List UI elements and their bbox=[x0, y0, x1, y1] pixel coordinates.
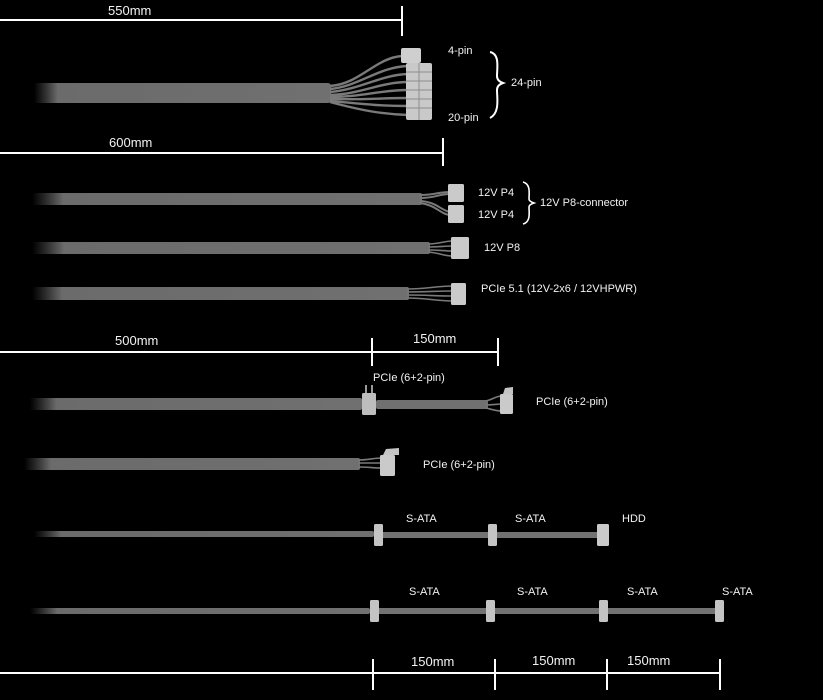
dim-sata: 150mm 150mm 150mm bbox=[0, 653, 721, 690]
sata-hdd-connector-1 bbox=[374, 524, 383, 546]
hdd-molex-connector bbox=[597, 524, 609, 546]
atx-4pin-label: 4-pin bbox=[448, 45, 472, 57]
atx-20pin-label: 20-pin bbox=[448, 112, 479, 124]
sata-hdd-connector-2 bbox=[488, 524, 497, 546]
hdd-label: HDD bbox=[622, 513, 646, 525]
atx-brace bbox=[489, 51, 507, 119]
pcie-dual-cable: PCIe (6+2-pin) PCIe (6+2-pin) bbox=[30, 372, 608, 415]
eps-p4-bottom-connector bbox=[448, 205, 464, 223]
atx-24pin-label: 24-pin bbox=[511, 77, 542, 89]
eps-p8-cable: 12V P8 bbox=[32, 237, 520, 259]
dim-600mm-label: 600mm bbox=[109, 135, 152, 150]
pcie5-label: PCIe 5.1 (12V-2x6 / 12VHPWR) bbox=[481, 283, 637, 295]
sata-quad-label-4: S-ATA bbox=[722, 586, 753, 598]
dim-600mm: 600mm bbox=[0, 135, 444, 166]
sata-hdd-label-2: S-ATA bbox=[515, 513, 546, 525]
sata-hdd-cable: S-ATA S-ATA HDD bbox=[34, 513, 646, 546]
sata-quad-connector-1 bbox=[370, 600, 379, 622]
eps-p4-top-label: 12V P4 bbox=[478, 187, 514, 199]
sata-quad-connector-2 bbox=[486, 600, 495, 622]
pcie-dual-second-label: PCIe (6+2-pin) bbox=[536, 396, 608, 408]
sata-quad-label-1: S-ATA bbox=[409, 586, 440, 598]
pcie-single-connector bbox=[380, 455, 395, 476]
sata-quad-label-2: S-ATA bbox=[517, 586, 548, 598]
dim-150mm-label: 150mm bbox=[413, 331, 456, 346]
sata-quad-label-3: S-ATA bbox=[627, 586, 658, 598]
pcie-dual-second-connector bbox=[500, 394, 513, 414]
dim-pcie: 500mm 150mm bbox=[0, 331, 499, 366]
eps-split-cable: 12V P4 12V P4 12V P8-connector bbox=[32, 181, 628, 225]
atx-24pin-cable: 4-pin 20-pin 24-pin bbox=[34, 45, 542, 124]
pcie-dual-first-label: PCIe (6+2-pin) bbox=[373, 372, 445, 384]
eps-p8-connector bbox=[451, 237, 469, 259]
sata-quad-connector-3 bbox=[599, 600, 608, 622]
dim-550mm: 550mm bbox=[0, 3, 403, 36]
pcie5-connector bbox=[451, 283, 466, 305]
pcie5-cable: PCIe 5.1 (12V-2x6 / 12VHPWR) bbox=[32, 283, 637, 305]
pcie-single-cable: PCIe (6+2-pin) bbox=[24, 448, 495, 476]
eps-brace bbox=[522, 181, 537, 225]
eps-p8-label: 12V P8 bbox=[484, 242, 520, 254]
pcie-dual-first-connector bbox=[362, 393, 376, 415]
dim-sata-150mm-c: 150mm bbox=[627, 653, 670, 668]
dim-550mm-label: 550mm bbox=[108, 3, 151, 18]
dim-500mm-label: 500mm bbox=[115, 333, 158, 348]
sata-hdd-label-1: S-ATA bbox=[406, 513, 437, 525]
eps-p8-group-label: 12V P8-connector bbox=[540, 197, 628, 209]
sata-quad-connector-4 bbox=[715, 600, 724, 622]
atx-4pin-connector bbox=[401, 48, 421, 63]
eps-p4-bottom-label: 12V P4 bbox=[478, 209, 514, 221]
pcie-single-label: PCIe (6+2-pin) bbox=[423, 459, 495, 471]
sata-quad-cable: S-ATA S-ATA S-ATA S-ATA bbox=[30, 586, 753, 622]
dim-sata-150mm-b: 150mm bbox=[532, 653, 575, 668]
eps-p4-top-connector bbox=[448, 184, 464, 202]
dim-sata-150mm-a: 150mm bbox=[411, 654, 454, 669]
